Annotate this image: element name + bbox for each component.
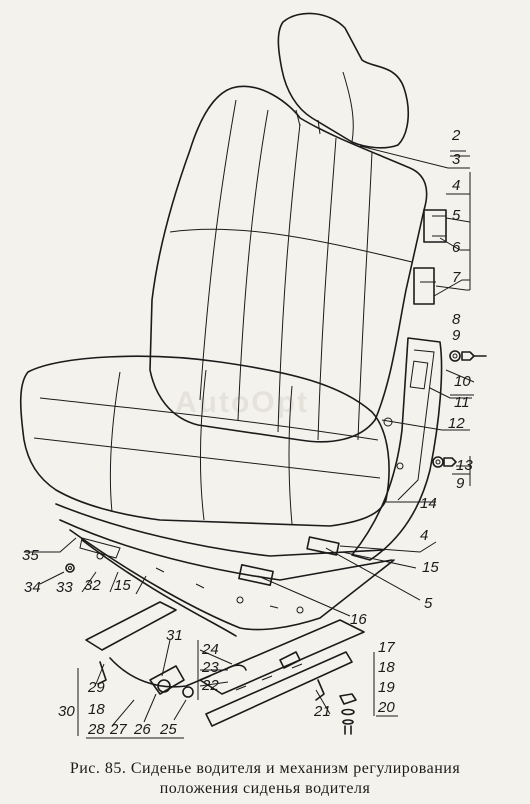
leader-lines — [24, 145, 475, 736]
label-4: 4 — [452, 177, 460, 194]
label-6: 6 — [452, 239, 461, 256]
label-9-lower: 9 — [456, 475, 465, 492]
slide-mechanism — [85, 601, 365, 727]
label-18: 18 — [378, 659, 395, 676]
label-11: 11 — [454, 394, 470, 411]
label-25: 25 — [159, 721, 177, 738]
bolt-group-lower — [432, 456, 457, 468]
seat-cushion — [19, 355, 390, 527]
label-19: 19 — [378, 679, 395, 696]
label-27: 27 — [109, 721, 127, 738]
label-5: 5 — [452, 207, 461, 224]
label-15-left: 15 — [114, 577, 131, 594]
label-5-lower: 5 — [424, 595, 433, 612]
label-15: 15 — [422, 559, 439, 576]
label-17: 17 — [378, 639, 395, 656]
label-21: 21 — [313, 703, 331, 720]
caption-line-1: Рис. 85. Сиденье водителя и механизм рег… — [69, 760, 461, 777]
label-underlines — [450, 150, 474, 475]
caption-line-2: положения сиденья водителя — [159, 780, 371, 797]
bolt-stack — [339, 693, 357, 735]
watermark-text: AutoOpt — [175, 386, 309, 419]
label-13: 13 — [456, 457, 473, 474]
label-8: 8 — [452, 311, 461, 328]
label-16: 16 — [350, 611, 367, 628]
label-33: 33 — [56, 579, 73, 596]
seat-frame — [55, 503, 395, 637]
label-20: 20 — [377, 699, 395, 716]
label-4-lower: 4 — [420, 527, 428, 544]
headrest — [277, 12, 410, 149]
label-31: 31 — [166, 627, 183, 644]
label-28: 28 — [87, 721, 105, 738]
label-12: 12 — [448, 415, 465, 432]
label-9: 9 — [452, 327, 461, 344]
label-35: 35 — [22, 547, 39, 564]
label-7: 7 — [452, 269, 461, 286]
label-32: 32 — [84, 577, 101, 594]
part-labels: 2 3 4 5 6 7 8 9 10 11 12 13 9 14 4 15 5 … — [22, 127, 473, 738]
label-10: 10 — [454, 373, 471, 390]
label-29: 29 — [87, 679, 105, 696]
label-18-left: 18 — [88, 701, 105, 718]
backrest — [149, 85, 428, 443]
label-24: 24 — [201, 641, 219, 658]
fastener-left — [65, 563, 75, 573]
label-14: 14 — [420, 495, 437, 512]
bolt-group-upper — [449, 350, 487, 362]
recliner-plate — [351, 337, 443, 561]
label-3: 3 — [452, 151, 461, 168]
label-2: 2 — [451, 127, 461, 144]
label-23: 23 — [201, 659, 219, 676]
label-30: 30 — [58, 703, 75, 720]
label-22: 22 — [201, 677, 219, 694]
label-26: 26 — [133, 721, 151, 738]
label-34: 34 — [24, 579, 41, 596]
backrest-hinge — [413, 209, 447, 305]
